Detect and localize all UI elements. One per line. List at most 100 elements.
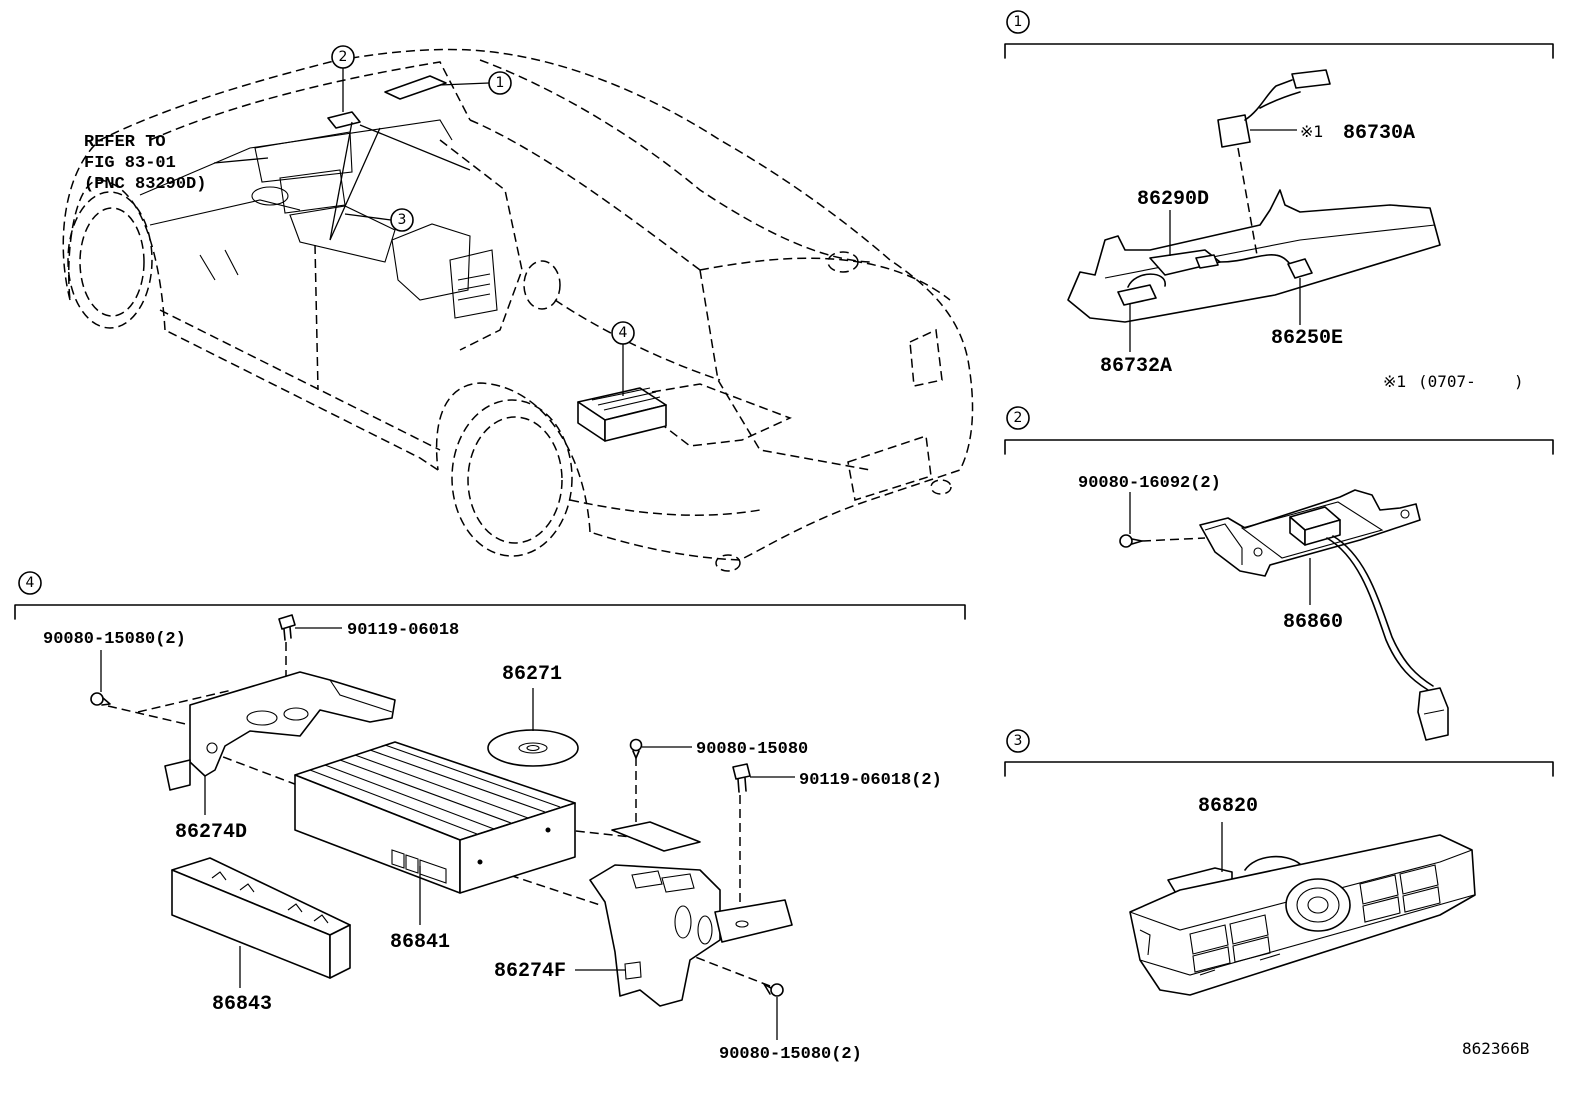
callout-2-marker: 2 — [331, 45, 355, 69]
bottom-screw — [763, 983, 784, 997]
callout-3-leader — [344, 213, 392, 221]
bracket-screw-part-number: 90080-16092(2) — [1078, 474, 1221, 493]
section-4: 4 — [14, 571, 966, 1064]
antenna-cable — [1244, 79, 1293, 121]
cover-part-number: 86843 — [212, 993, 272, 1016]
car-silhouette — [62, 48, 974, 561]
control-panel-face-bottom-edge — [1139, 894, 1475, 976]
left-bracket-weld-nut — [206, 742, 218, 754]
right-bolt-part-number: 90119-06018(2) — [799, 771, 942, 790]
callout-4-number: 4 — [619, 325, 628, 341]
rear-door-frame — [439, 139, 523, 351]
reference-note-line-3: (PNC 83290D) — [84, 175, 206, 194]
section-4-marker-number: 4 — [26, 575, 35, 591]
section-1-marker-circle — [1006, 10, 1030, 34]
lower-door-line — [159, 309, 441, 451]
right-bracket-oval-hole-a — [674, 905, 692, 939]
disc-part-number: 86271 — [502, 663, 562, 686]
windshield-line — [149, 61, 471, 141]
instrument-hood — [254, 131, 353, 183]
footnote-date-close: ) — [1514, 372, 1524, 391]
top-bolt-part-number: 90119-06018 — [347, 621, 459, 640]
footnote-date-open: (0707- — [1418, 372, 1476, 391]
receiver-mount-hole-front — [477, 859, 483, 865]
callout-1-marker: 1 — [488, 71, 512, 95]
microphone-wire-loop — [1127, 273, 1166, 288]
rear-sensor — [1287, 258, 1313, 279]
right-bracket-tab — [624, 961, 642, 980]
antenna-lead-cable — [1326, 537, 1429, 691]
control-panel-clips — [1139, 929, 1281, 976]
sensor-part-number: 86250E — [1271, 327, 1343, 350]
dashboard-lower — [149, 199, 301, 226]
section-3-marker-number: 3 — [1014, 733, 1023, 749]
mid-screw-head — [629, 738, 643, 752]
section-2-marker-number: 2 — [1014, 410, 1023, 426]
rear-rim — [467, 416, 563, 544]
map-disc — [487, 729, 579, 767]
antenna-unit — [1217, 114, 1251, 148]
section-2-marker-circle — [1006, 406, 1030, 430]
left-bracket-flange-line — [329, 679, 393, 713]
front-wheel-arch — [68, 179, 166, 331]
fuel-door — [523, 260, 561, 310]
bottom-screw-part-number: 90080-15080(2) — [719, 1045, 862, 1064]
bracket-screw-head — [1119, 534, 1133, 548]
right-bracket — [589, 864, 721, 1007]
floor-pedals — [199, 249, 239, 281]
section-2: 2 90080-16092(2) 86860 — [1004, 406, 1554, 741]
callout-2-fan-line-a — [329, 121, 353, 241]
right-tail-light — [909, 328, 943, 387]
left-screw-shank — [101, 697, 111, 706]
mid-screw — [629, 738, 643, 759]
reference-note: REFER TO FIG 83-01 (PNC 83290D) — [84, 133, 206, 194]
antenna-lead-connector-latch — [1423, 709, 1445, 715]
trunk-unit-side — [604, 404, 667, 442]
microphone-part-number: 86732A — [1100, 355, 1172, 378]
antenna-part-number: 86730A — [1343, 122, 1415, 145]
section-3-bracket — [1004, 761, 1554, 777]
right-bolt — [732, 763, 751, 793]
bottom-screw-shank — [763, 983, 772, 995]
roof-console — [384, 75, 447, 100]
front-tire — [67, 191, 153, 329]
callout-1-leader — [439, 82, 490, 86]
cover-clips — [211, 871, 329, 924]
top-bolt-head — [278, 614, 296, 630]
bracket-hole-left — [1253, 547, 1263, 557]
section-4-bracket — [14, 604, 966, 620]
cover-side — [329, 924, 351, 979]
dashboard-top — [139, 119, 453, 196]
antenna-mount-line — [1237, 147, 1258, 256]
assembly-line-left-screw — [107, 705, 191, 726]
callout-1-number: 1 — [496, 75, 505, 91]
callout-2-fan-line-c — [329, 127, 381, 241]
reference-note-line-1: REFER TO — [84, 133, 166, 152]
module-part-number: 86290D — [1137, 188, 1209, 211]
b-pillar — [314, 244, 319, 391]
section-3: 3 86820 — [1004, 729, 1554, 996]
antenna-module-part-number: 86860 — [1283, 611, 1343, 634]
callout-3-circle — [390, 208, 414, 232]
overhead-module — [327, 111, 361, 129]
control-panel-part-number: 86820 — [1198, 795, 1258, 818]
antenna-cable-loop — [1259, 91, 1301, 109]
left-bracket-hole-a — [246, 710, 278, 726]
control-panel-knob — [1296, 887, 1340, 923]
receiver-cooling-ribs — [309, 744, 561, 835]
assembly-line-bracket-to-receiver — [209, 751, 301, 787]
rear-wheel-arch — [435, 382, 591, 533]
trunk-lid — [699, 257, 951, 301]
lower-body-line — [569, 499, 761, 516]
mid-screw-part-number: 90080-15080 — [696, 740, 808, 759]
bracket-screw-shank — [1131, 538, 1143, 545]
callout-2-circle — [331, 45, 355, 69]
reference-note-line-2: FIG 83-01 — [84, 154, 176, 173]
rear-speaker-grille — [457, 273, 491, 301]
right-bracket-base-flange — [714, 899, 793, 943]
right-bracket-top-plate — [611, 821, 701, 852]
right-bracket-oval-hole-b — [697, 915, 713, 945]
microphone — [1117, 284, 1157, 306]
rear-seat — [449, 249, 498, 319]
antenna-box-side — [1304, 519, 1341, 546]
